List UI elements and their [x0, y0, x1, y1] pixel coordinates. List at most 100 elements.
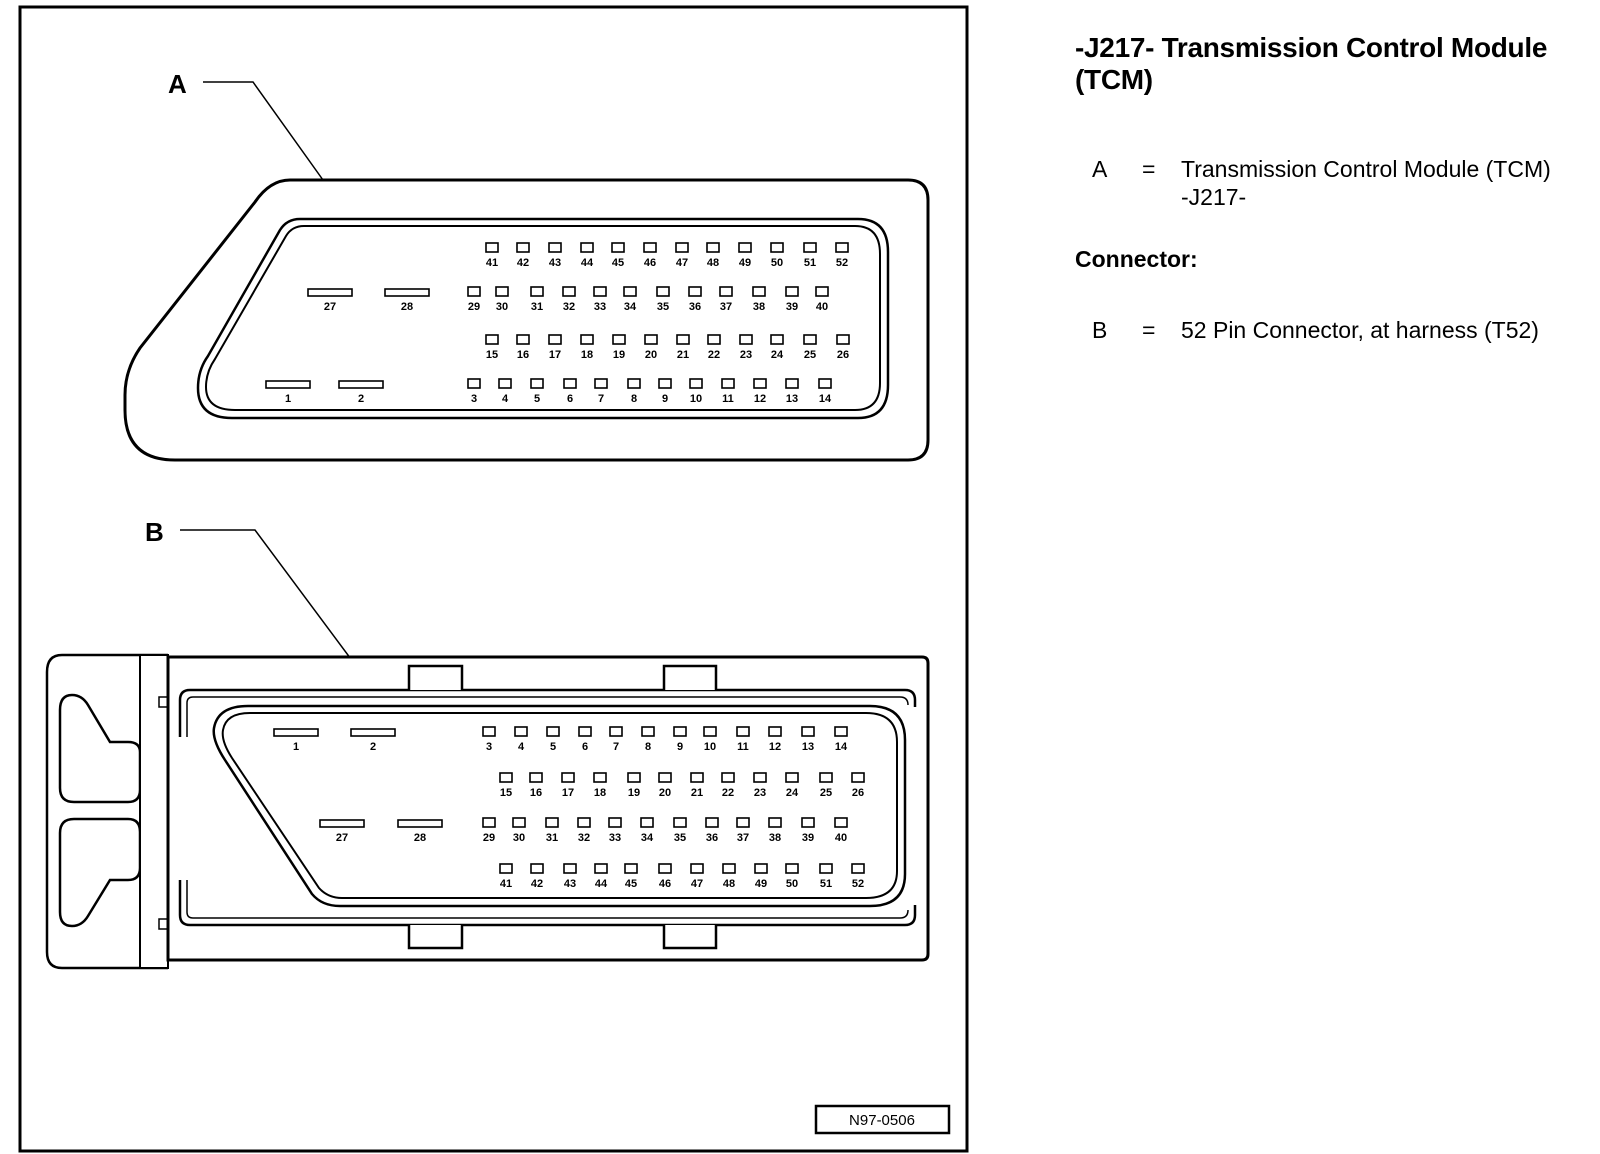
figure-id: N97-0506 [849, 1112, 915, 1129]
pin-label-a-23: 23 [740, 349, 752, 361]
pin-b-33 [608, 817, 622, 828]
pin-label-a-35: 35 [657, 301, 669, 313]
pin-a-52 [835, 242, 849, 253]
pin-b-50 [785, 863, 799, 874]
pin-label-b-22: 22 [722, 787, 734, 799]
pin-b-46 [658, 863, 672, 874]
pin-label-b-36: 36 [706, 832, 718, 844]
pin-a-13 [785, 378, 799, 389]
pin-b-17 [561, 772, 575, 783]
pin-b-22 [721, 772, 735, 783]
pin-a-37 [719, 286, 733, 297]
pin-label-a-19: 19 [613, 349, 625, 361]
pin-label-b-24: 24 [786, 787, 799, 799]
pin-label-a-36: 36 [689, 301, 701, 313]
pin-label-a-11: 11 [722, 393, 734, 405]
callout-a-label: A [168, 69, 187, 99]
pin-b-25 [819, 772, 833, 783]
pin-label-b-23: 23 [754, 787, 766, 799]
pin-label-a-32: 32 [563, 301, 575, 313]
shell-outer [196, 217, 890, 420]
pin-b-51 [819, 863, 833, 874]
pin-a-21 [676, 334, 690, 345]
pin-label-a-47: 47 [676, 257, 688, 269]
page-title-line2: (TCM) [1075, 64, 1153, 95]
lever-frame [45, 653, 168, 970]
pin-a-16 [516, 334, 530, 345]
legend-desc-a: Transmission Control Module (TCM) -J217- [1181, 155, 1551, 211]
pin-label-a-29: 29 [468, 301, 480, 313]
pin-label-b-16: 16 [530, 787, 542, 799]
pin-a-2 [338, 380, 384, 389]
pin-a-50 [770, 242, 784, 253]
legend-desc-a-line2: -J217- [1181, 184, 1247, 210]
pin-b-45 [624, 863, 638, 874]
pin-b-26 [851, 772, 865, 783]
pin-label-a-8: 8 [631, 393, 637, 405]
pin-label-b-17: 17 [562, 787, 574, 799]
pin-a-20 [644, 334, 658, 345]
pin-label-a-13: 13 [786, 393, 798, 405]
pin-b-2 [350, 728, 396, 737]
legend-desc-b: 52 Pin Connector, at harness (T52) [1181, 317, 1539, 343]
pin-label-b-33: 33 [609, 832, 621, 844]
pin-label-a-20: 20 [645, 349, 657, 361]
pin-label-b-3: 3 [486, 741, 492, 753]
pin-label-b-44: 44 [595, 878, 608, 890]
pin-label-b-40: 40 [835, 832, 847, 844]
pin-label-a-41: 41 [486, 257, 498, 269]
pin-a-30 [495, 286, 509, 297]
pin-label-a-30: 30 [496, 301, 508, 313]
pin-b-14 [834, 726, 848, 737]
pin-label-b-47: 47 [691, 878, 703, 890]
pin-label-a-45: 45 [612, 257, 624, 269]
pin-a-1 [265, 380, 311, 389]
legend-key-b: B [1092, 317, 1108, 343]
pin-label-a-9: 9 [662, 393, 668, 405]
pin-a-19 [612, 334, 626, 345]
pin-b-19 [627, 772, 641, 783]
pin-label-a-12: 12 [754, 393, 766, 405]
pin-a-14 [818, 378, 832, 389]
pin-a-44 [580, 242, 594, 253]
pin-a-49 [738, 242, 752, 253]
pin-b-3 [482, 726, 496, 737]
pin-label-b-18: 18 [594, 787, 606, 799]
pin-label-a-27: 27 [324, 301, 336, 313]
pin-a-8 [627, 378, 641, 389]
pin-a-41 [485, 242, 499, 253]
legend-eq-b: = [1142, 317, 1156, 343]
pin-b-35 [673, 817, 687, 828]
pin-label-a-48: 48 [707, 257, 719, 269]
pin-label-a-24: 24 [771, 349, 784, 361]
legend-panel: -J217- Transmission Control Module (TCM)… [1075, 32, 1595, 343]
pin-label-b-1: 1 [293, 741, 299, 753]
pin-label-a-15: 15 [486, 349, 498, 361]
pin-b-15 [499, 772, 513, 783]
pin-a-25 [803, 334, 817, 345]
pin-b-39 [801, 817, 815, 828]
pin-label-b-26: 26 [852, 787, 864, 799]
pin-label-b-30: 30 [513, 832, 525, 844]
pin-label-a-31: 31 [531, 301, 543, 313]
pin-a-15 [485, 334, 499, 345]
pin-a-47 [675, 242, 689, 253]
pin-label-b-8: 8 [645, 741, 651, 753]
pin-b-20 [658, 772, 672, 783]
pin-label-b-37: 37 [737, 832, 749, 844]
pin-a-10 [689, 378, 703, 389]
pin-a-39 [785, 286, 799, 297]
pin-label-b-32: 32 [578, 832, 590, 844]
pin-label-a-37: 37 [720, 301, 732, 313]
pin-b-11 [736, 726, 750, 737]
pin-label-b-4: 4 [518, 741, 525, 753]
callout-b-label: B [145, 517, 164, 547]
pin-label-b-27: 27 [336, 832, 348, 844]
pin-a-36 [688, 286, 702, 297]
pin-a-9 [658, 378, 672, 389]
page-title: -J217- Transmission Control Module (TCM) [1075, 32, 1595, 96]
rail-bottom [178, 880, 917, 927]
pin-a-48 [706, 242, 720, 253]
pin-label-b-28: 28 [414, 832, 426, 844]
